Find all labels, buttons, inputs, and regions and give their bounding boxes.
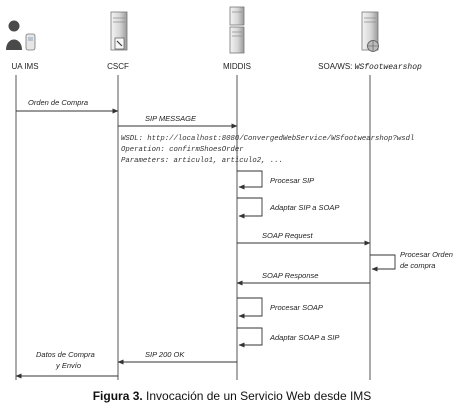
- message-label-sip-200: SIP 200 OK: [145, 350, 185, 359]
- message-label-procesar-orden-2: de compra: [400, 261, 435, 270]
- message-label-adaptar-sip-soap: Adaptar SIP a SOAP: [269, 203, 339, 212]
- participant-label-cscf: CSCF: [107, 62, 129, 71]
- self-loop-procesar-orden: [370, 254, 396, 272]
- user-phone-icon: [6, 20, 36, 51]
- sip-detail-parameters: Parameters: articulo1, articulo2, ...: [121, 157, 283, 165]
- message-label-datos-2: y Envío: [55, 361, 81, 370]
- server-icon: [110, 11, 128, 51]
- figure-caption: Figura 3. Invocación de un Servicio Web …: [93, 389, 372, 403]
- self-loop-adaptar-sip-soap: [237, 197, 263, 219]
- message-label-soap-request: SOAP Request: [262, 231, 313, 240]
- sip-detail-operation: Operation: confirmShoesOrder: [121, 146, 244, 154]
- participant-label-middis: MIDDIS: [223, 62, 251, 71]
- participant-label-soa: SOA/WS: WSfootwearshop: [318, 62, 422, 72]
- message-label-soap-response: SOAP Response: [262, 271, 318, 280]
- self-loop-procesar-sip: [237, 170, 263, 190]
- message-label-adaptar-soap-sip: Adaptar SOAP a SIP: [269, 333, 339, 342]
- message-label-procesar-soap: Procesar SOAP: [270, 303, 323, 312]
- self-loop-procesar-soap: [237, 297, 263, 319]
- message-label-procesar-orden-1: Procesar Orden: [400, 250, 453, 259]
- message-label-procesar-sip: Procesar SIP: [270, 176, 314, 185]
- message-label-sip-message: SIP MESSAGE: [145, 114, 197, 123]
- self-loop-adaptar-soap-sip: [237, 327, 263, 348]
- message-label-datos-1: Datos de Compra: [36, 350, 95, 359]
- web-service-server-icon: [361, 11, 379, 52]
- message-label-orden-compra: Orden de Compra: [28, 98, 88, 107]
- participant-label-ua: UA IMS: [11, 62, 38, 71]
- sip-detail-wsdl: WSDL: http://localhost:8080/ConvergedWeb…: [121, 135, 414, 143]
- server-stack-icon: [229, 6, 245, 54]
